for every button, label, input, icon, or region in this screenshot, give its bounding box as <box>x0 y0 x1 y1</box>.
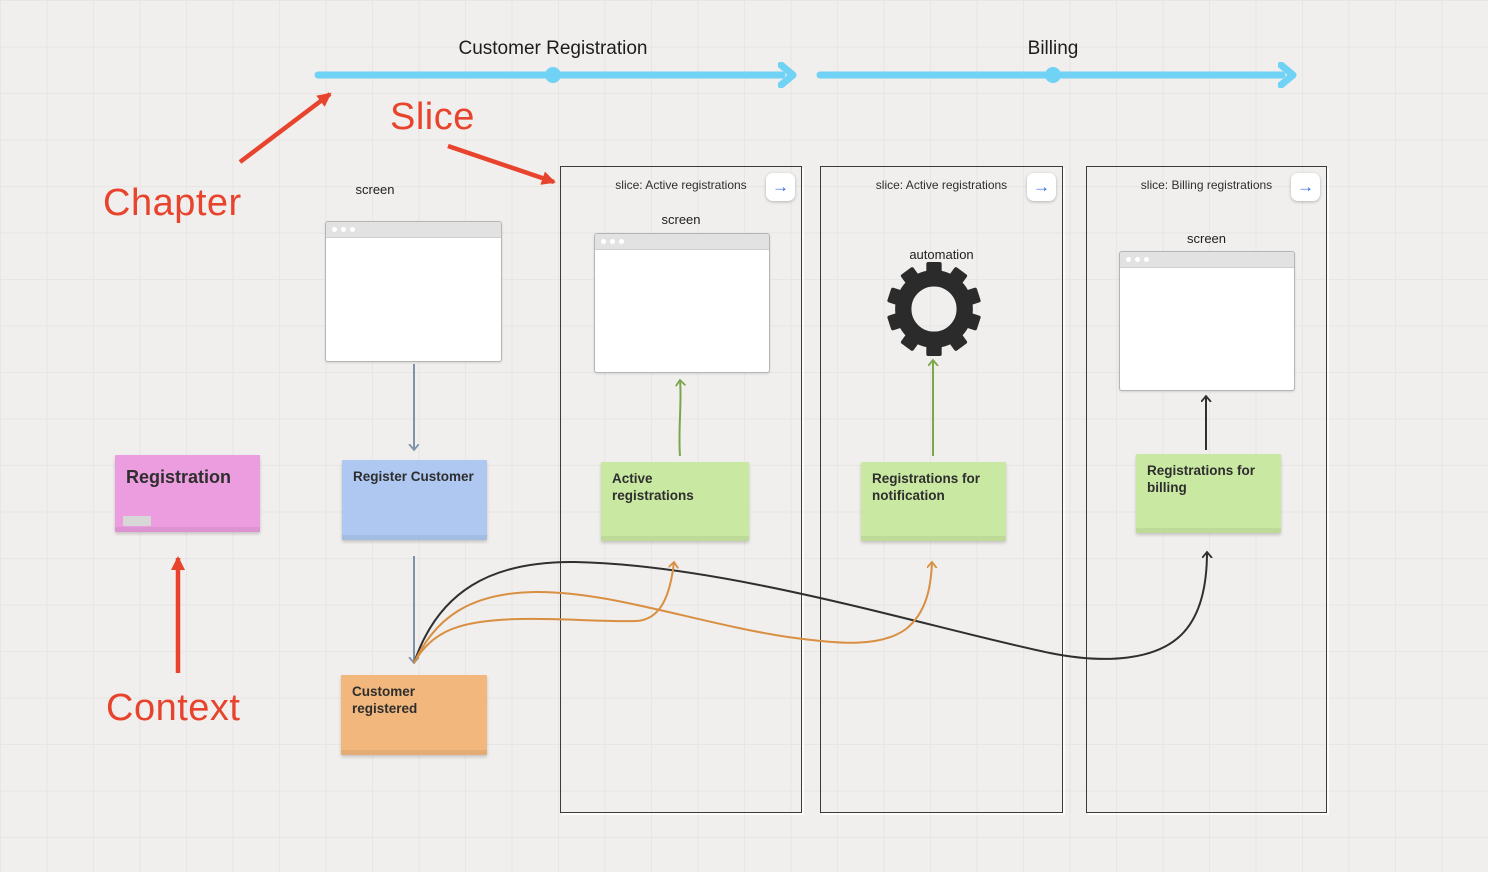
annotation-slice[interactable]: Slice <box>390 96 475 138</box>
arrow-right-icon: → <box>1033 177 1050 196</box>
browser-titlebar <box>1120 252 1294 268</box>
timeline-billing[interactable] <box>816 67 1282 83</box>
timeline-customer-registration[interactable] <box>314 67 782 83</box>
context-sticky-note[interactable]: Registration <box>115 455 260 532</box>
browser-titlebar <box>326 222 501 238</box>
chapter-title-customer-registration[interactable]: Customer Registration <box>458 38 648 59</box>
command-note-label: Register Customer <box>353 469 474 484</box>
slice-forward-button[interactable]: → <box>766 173 795 201</box>
slice-forward-button[interactable]: → <box>1291 173 1320 201</box>
browser-window-billing[interactable] <box>1119 251 1295 391</box>
slice-header-label: slice: Active registrations <box>875 178 1008 192</box>
chapter-annotation-arrow <box>238 92 332 164</box>
note-corner-chip <box>123 516 151 526</box>
readmodel-note-label: Registrations for notification <box>872 471 981 503</box>
window-dot-icon <box>332 227 337 232</box>
window-dot-icon <box>610 239 615 244</box>
readmodel-sticky-note-notification[interactable]: Registrations for notification <box>861 462 1006 541</box>
readmodel-sticky-note-active-registrations[interactable]: Active registrations <box>601 462 749 541</box>
slice-forward-button[interactable]: → <box>1027 173 1056 201</box>
window-dot-icon <box>350 227 355 232</box>
timeline-midpoint-dot[interactable] <box>545 67 561 83</box>
slice-container-billing-registrations[interactable]: slice: Billing registrations → screen Re… <box>1086 166 1327 813</box>
annotation-context[interactable]: Context <box>106 687 241 729</box>
slice-container-active-registrations-2[interactable]: slice: Active registrations → automation <box>820 166 1063 813</box>
chapter-title-billing[interactable]: Billing <box>1027 38 1079 59</box>
readmodel-note-label: Active registrations <box>612 471 694 503</box>
slice-header-label: slice: Billing registrations <box>1140 178 1273 192</box>
arrow-right-icon: → <box>1297 177 1314 196</box>
screen-label-slice3: screen <box>1186 231 1227 246</box>
event-note-label: Customer registered <box>352 684 418 716</box>
gear-icon[interactable] <box>886 261 982 357</box>
slice-container-active-registrations-1[interactable]: slice: Active registrations → screen Act… <box>560 166 802 813</box>
window-dot-icon <box>619 239 624 244</box>
window-dot-icon <box>1126 257 1131 262</box>
screen-label-main: screen <box>355 182 395 197</box>
browser-window-register[interactable] <box>325 221 502 362</box>
screen-label-slice1: screen <box>661 212 701 227</box>
window-dot-icon <box>341 227 346 232</box>
slice-annotation-arrow <box>447 143 556 185</box>
automation-label: automation <box>909 247 974 262</box>
browser-window-active-registrations[interactable] <box>594 233 770 373</box>
readmodel-sticky-note-billing[interactable]: Registrations for billing <box>1136 454 1281 533</box>
readmodel-note-label: Registrations for billing <box>1147 463 1256 495</box>
command-sticky-note[interactable]: Register Customer <box>342 460 487 540</box>
timeline-midpoint-dot[interactable] <box>1045 67 1061 83</box>
event-sticky-note[interactable]: Customer registered <box>341 675 487 755</box>
window-dot-icon <box>1144 257 1149 262</box>
arrow-right-icon: → <box>772 177 789 196</box>
slice-header-label: slice: Active registrations <box>615 178 747 192</box>
browser-titlebar <box>595 234 769 250</box>
window-dot-icon <box>601 239 606 244</box>
context-note-label: Registration <box>126 467 232 487</box>
annotation-chapter[interactable]: Chapter <box>103 182 242 224</box>
window-dot-icon <box>1135 257 1140 262</box>
